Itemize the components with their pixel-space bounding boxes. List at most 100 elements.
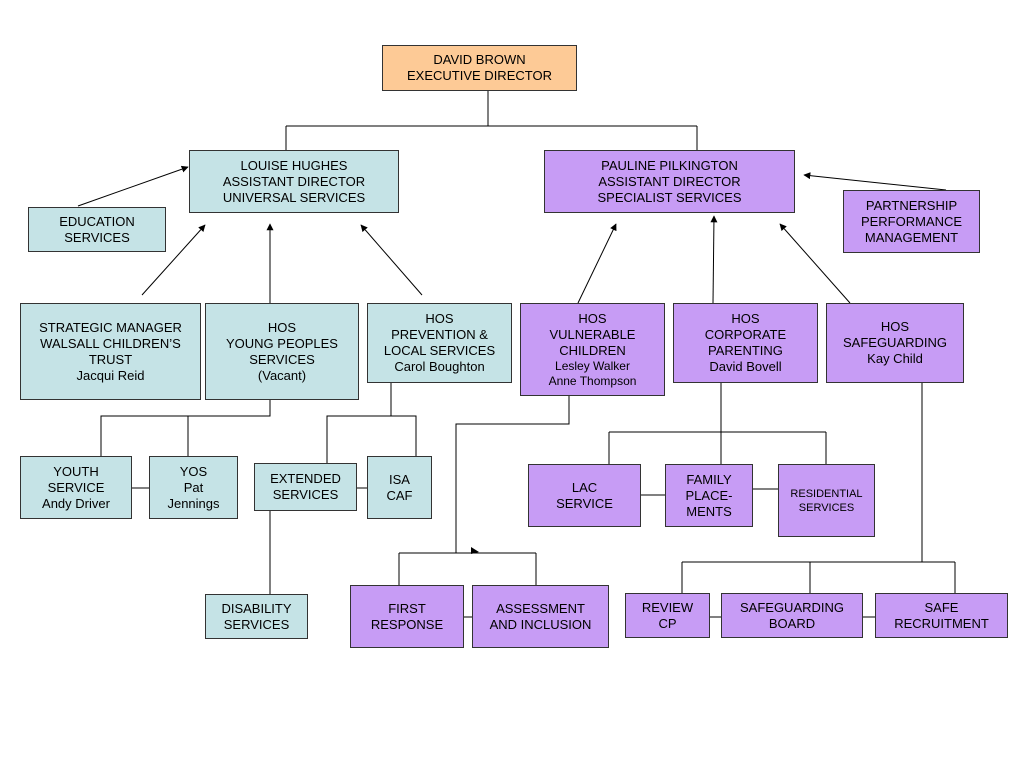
vulnerable-line-2: VULNERABLE xyxy=(549,326,636,342)
family-line-3: MENTS xyxy=(686,503,732,519)
extended-line-2: SERVICES xyxy=(272,487,339,502)
executive-line-2: EXECUTIVE DIRECTOR xyxy=(407,68,552,83)
recruitment-line-1: SAFE xyxy=(924,599,959,615)
corporate-line-2: CORPORATE xyxy=(704,327,787,342)
review-line-1: REVIEW xyxy=(641,599,694,615)
first-line-2: RESPONSE xyxy=(370,616,444,632)
education-line-2: SERVICES xyxy=(64,229,130,245)
yos-line-1: YOS xyxy=(179,463,208,479)
education-line-1: EDUCATION xyxy=(59,213,135,229)
connector-young-to-youth-yos xyxy=(100,400,271,456)
vulnerable-line-5: Anne Thompson xyxy=(548,373,637,388)
board-line-1: SAFEGUARDING xyxy=(739,599,844,615)
partnership-line-2: PERFORMANCE xyxy=(860,213,963,229)
prevention-line-4: Carol Boughton xyxy=(394,359,485,374)
connector-prevention-to-extended-isa xyxy=(326,383,417,463)
yos-line-2: Pat xyxy=(183,479,204,495)
young-line-3: SERVICES xyxy=(249,351,315,367)
lac-line-1: LAC xyxy=(571,479,598,495)
universal-line-1: LOUISE HUGHES xyxy=(240,157,348,173)
youth-line-1: YOUTH xyxy=(53,463,99,479)
prevention-line-1: HOS xyxy=(425,311,454,326)
arrow-partnership-to-specialist xyxy=(803,172,947,191)
safeguarding-line-1: HOS xyxy=(880,319,910,334)
arrow-safeguarding-to-specialist xyxy=(779,223,851,304)
lac-line-2: SERVICE xyxy=(556,495,613,511)
disability-line-1: DISABILITY xyxy=(221,600,292,616)
recruitment-line-2: RECRUITMENT xyxy=(894,615,989,631)
prevention-line-3: LOCAL SERVICES xyxy=(383,343,496,358)
vulnerable-line-3: CHILDREN xyxy=(559,342,626,358)
partnership-line-3: MANAGEMENT xyxy=(864,229,959,245)
arrow-prevention-to-universal xyxy=(360,224,423,296)
connector-safeguarding-to-children xyxy=(681,383,956,593)
arrow-corporate-to-specialist xyxy=(710,215,718,304)
universal-line-2: ASSISTANT DIRECTOR xyxy=(222,173,366,189)
isa-line-1: ISA xyxy=(389,471,410,487)
strategic-line-2: WALSALL CHILDREN’S xyxy=(40,335,181,351)
specialist-line-2: ASSISTANT DIRECTOR xyxy=(598,173,741,189)
youth-line-3: Andy Driver xyxy=(42,495,110,511)
family-line-2: PLACE- xyxy=(685,487,733,503)
youth-line-2: SERVICE xyxy=(47,479,105,495)
safeguarding-line-3: Kay Child xyxy=(867,351,923,366)
first-line-1: FIRST xyxy=(388,600,426,616)
yos-line-3: Jennings xyxy=(167,495,220,511)
vulnerable-line-4: Lesley Walker xyxy=(555,358,630,373)
young-line-2: YOUNG PEOPLES xyxy=(226,335,338,351)
executive-line-1: DAVID BROWN xyxy=(433,52,526,67)
assessment-line-1: ASSESSMENT xyxy=(496,600,585,616)
review-line-2: CP xyxy=(658,615,677,631)
residential-line-2: SERVICES xyxy=(798,501,855,514)
corporate-line-4: David Bovell xyxy=(709,359,782,374)
isa-line-2: CAF xyxy=(386,487,413,503)
extended-line-1: EXTENDED xyxy=(270,471,341,486)
board-line-2: BOARD xyxy=(768,615,816,631)
young-line-4: (Vacant) xyxy=(257,367,307,383)
disability-line-2: SERVICES xyxy=(223,616,290,632)
specialist-line-3: SPECIALIST SERVICES xyxy=(597,189,742,205)
connector-corporate-to-lac-family-residential xyxy=(608,383,827,464)
connector-executive-to-ads xyxy=(285,91,698,150)
young-line-1: HOS xyxy=(267,319,297,335)
specialist-line-1: PAULINE PILKINGTON xyxy=(601,157,738,173)
arrow-vulnerable-to-specialist xyxy=(577,223,617,304)
family-line-1: FAMILY xyxy=(686,471,732,487)
partnership-line-1: PARTNERSHIP xyxy=(865,197,958,213)
prevention-line-2: PREVENTION & xyxy=(391,327,488,342)
universal-line-3: UNIVERSAL SERVICES xyxy=(222,189,366,205)
arrow-strategic-to-universal xyxy=(141,224,206,296)
stray-arrowhead-1 xyxy=(471,547,479,554)
safeguarding-line-2: SAFEGUARDING xyxy=(842,335,947,350)
vulnerable-line-1: HOS xyxy=(578,310,607,326)
assessment-line-2: AND INCLUSION xyxy=(489,616,592,632)
strategic-line-3: TRUST xyxy=(88,351,133,367)
corporate-line-3: PARENTING xyxy=(708,343,783,358)
residential-line-1: RESIDENTIAL xyxy=(790,487,863,500)
